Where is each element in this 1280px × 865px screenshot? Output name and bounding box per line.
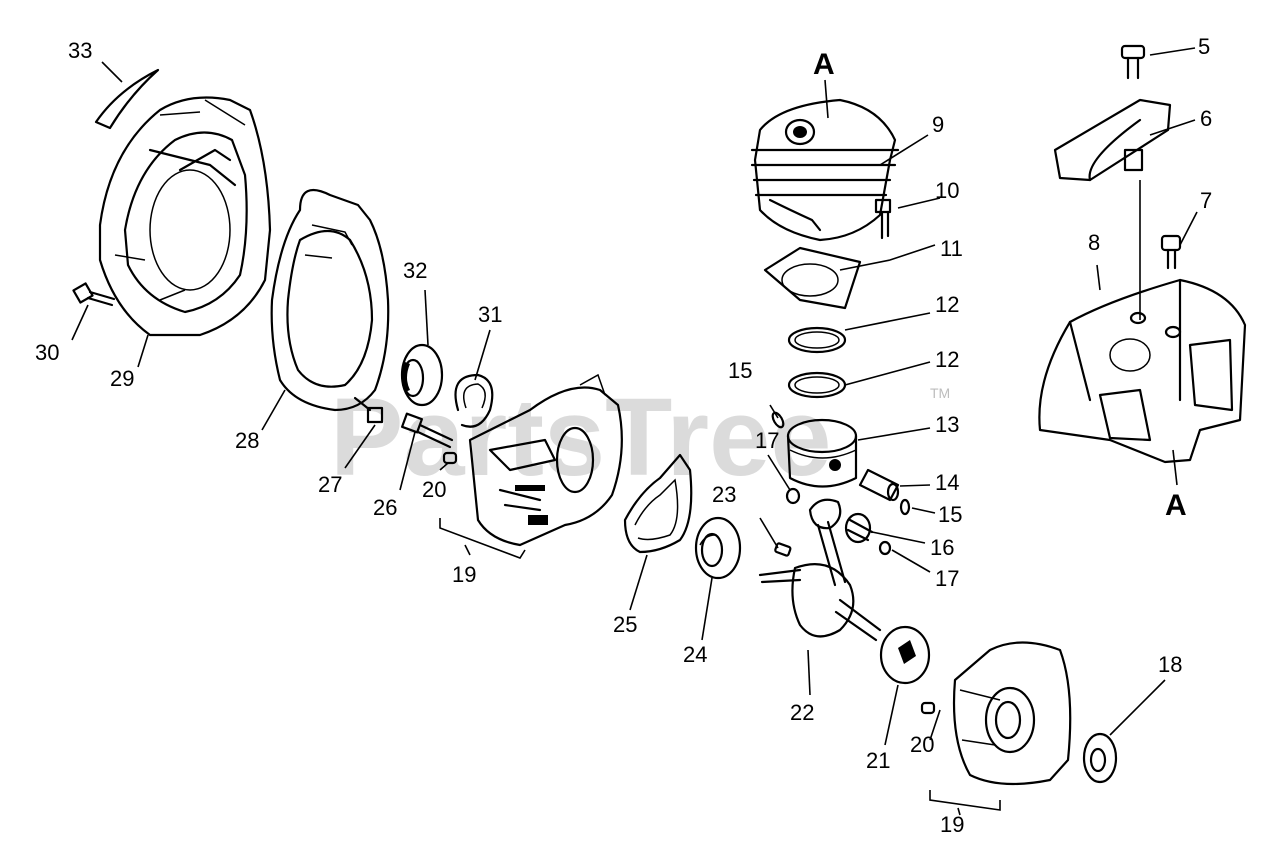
part-28-gasket[interactable] xyxy=(270,188,390,412)
callout-25: 25 xyxy=(613,612,637,637)
part-25-gasket[interactable] xyxy=(623,453,693,554)
callout-7: 7 xyxy=(1200,188,1212,213)
callout-8: 8 xyxy=(1088,230,1100,255)
part-26-bolt[interactable] xyxy=(400,412,454,449)
part-31-circlip[interactable] xyxy=(454,373,494,428)
callout-21: 21 xyxy=(866,748,890,773)
part-14-piston-pin[interactable] xyxy=(858,468,900,502)
part-16-needle-bearing[interactable] xyxy=(844,512,874,544)
part-29-fan-housing[interactable] xyxy=(98,96,272,337)
callout-23: 23 xyxy=(712,482,736,507)
part-21-flywheel[interactable] xyxy=(879,625,931,685)
leader-lines xyxy=(71,47,1198,816)
callout-29: 29 xyxy=(110,366,134,391)
callout-18: 18 xyxy=(1158,652,1182,677)
callout-13: 13 xyxy=(935,412,959,437)
part-7-screw[interactable] xyxy=(1160,234,1182,270)
callout-15-upper: 15 xyxy=(728,358,752,383)
callout-32: 32 xyxy=(403,258,427,283)
callout-22: 22 xyxy=(790,700,814,725)
part-18-bearing[interactable] xyxy=(1082,732,1118,784)
part-15-clip-lower[interactable] xyxy=(899,498,911,516)
part-6-cover-knob[interactable] xyxy=(1053,98,1172,182)
callout-5: 5 xyxy=(1198,34,1210,59)
part-10-screw[interactable] xyxy=(874,198,892,240)
callout-12-lower: 12 xyxy=(935,347,959,372)
watermark-trademark: TM xyxy=(930,385,950,401)
callout-33: 33 xyxy=(68,38,92,63)
callout-6: 6 xyxy=(1200,106,1212,131)
callout-a-top: A xyxy=(813,48,835,81)
callout-27: 27 xyxy=(318,472,342,497)
callout-10: 10 xyxy=(935,178,959,203)
callout-11: 11 xyxy=(940,236,963,261)
callout-14: 14 xyxy=(935,470,959,495)
part-20-pin-left[interactable] xyxy=(442,451,458,465)
part-32-oil-seal[interactable] xyxy=(400,343,444,407)
part-11-base-gasket[interactable] xyxy=(763,246,862,310)
part-33-clip[interactable] xyxy=(94,68,160,130)
part-13-piston[interactable] xyxy=(786,418,858,488)
callout-31: 31 xyxy=(478,302,502,327)
part-30-screw[interactable] xyxy=(72,282,116,307)
part-9-cylinder[interactable] xyxy=(750,98,900,242)
part-15-clip-upper[interactable] xyxy=(771,411,786,429)
callout-19-left: 19 xyxy=(452,562,476,587)
callout-17-lower: 17 xyxy=(935,566,959,591)
part-17-washer-lower[interactable] xyxy=(878,540,892,556)
callout-17-upper: 17 xyxy=(755,428,779,453)
callout-30: 30 xyxy=(35,340,59,365)
callout-19-right: 19 xyxy=(940,812,964,837)
part-12-piston-ring-upper[interactable] xyxy=(787,326,847,354)
callout-28: 28 xyxy=(235,428,259,453)
part-22-crankshaft[interactable] xyxy=(758,498,882,642)
callout-a-bottom: A xyxy=(1165,489,1187,522)
callout-20-left: 20 xyxy=(422,477,446,502)
part-23-key[interactable] xyxy=(774,542,792,557)
callout-9: 9 xyxy=(932,112,944,137)
callout-16: 16 xyxy=(930,535,954,560)
part-27-bolt[interactable] xyxy=(353,396,384,424)
part-19-crankcase-left[interactable] xyxy=(468,373,623,547)
part-24-bearing[interactable] xyxy=(694,516,742,580)
part-17-washer-upper[interactable] xyxy=(785,487,801,505)
callout-20-right: 20 xyxy=(910,732,934,757)
callout-24: 24 xyxy=(683,642,707,667)
part-20-pin-right[interactable] xyxy=(920,701,936,715)
part-19-crankcase-right[interactable] xyxy=(952,641,1072,786)
part-5-screw[interactable] xyxy=(1120,44,1146,80)
callout-15-lower: 15 xyxy=(938,502,962,527)
callout-26: 26 xyxy=(373,495,397,520)
part-8-cylinder-cover[interactable] xyxy=(1038,278,1247,464)
callout-12-upper: 12 xyxy=(935,292,959,317)
